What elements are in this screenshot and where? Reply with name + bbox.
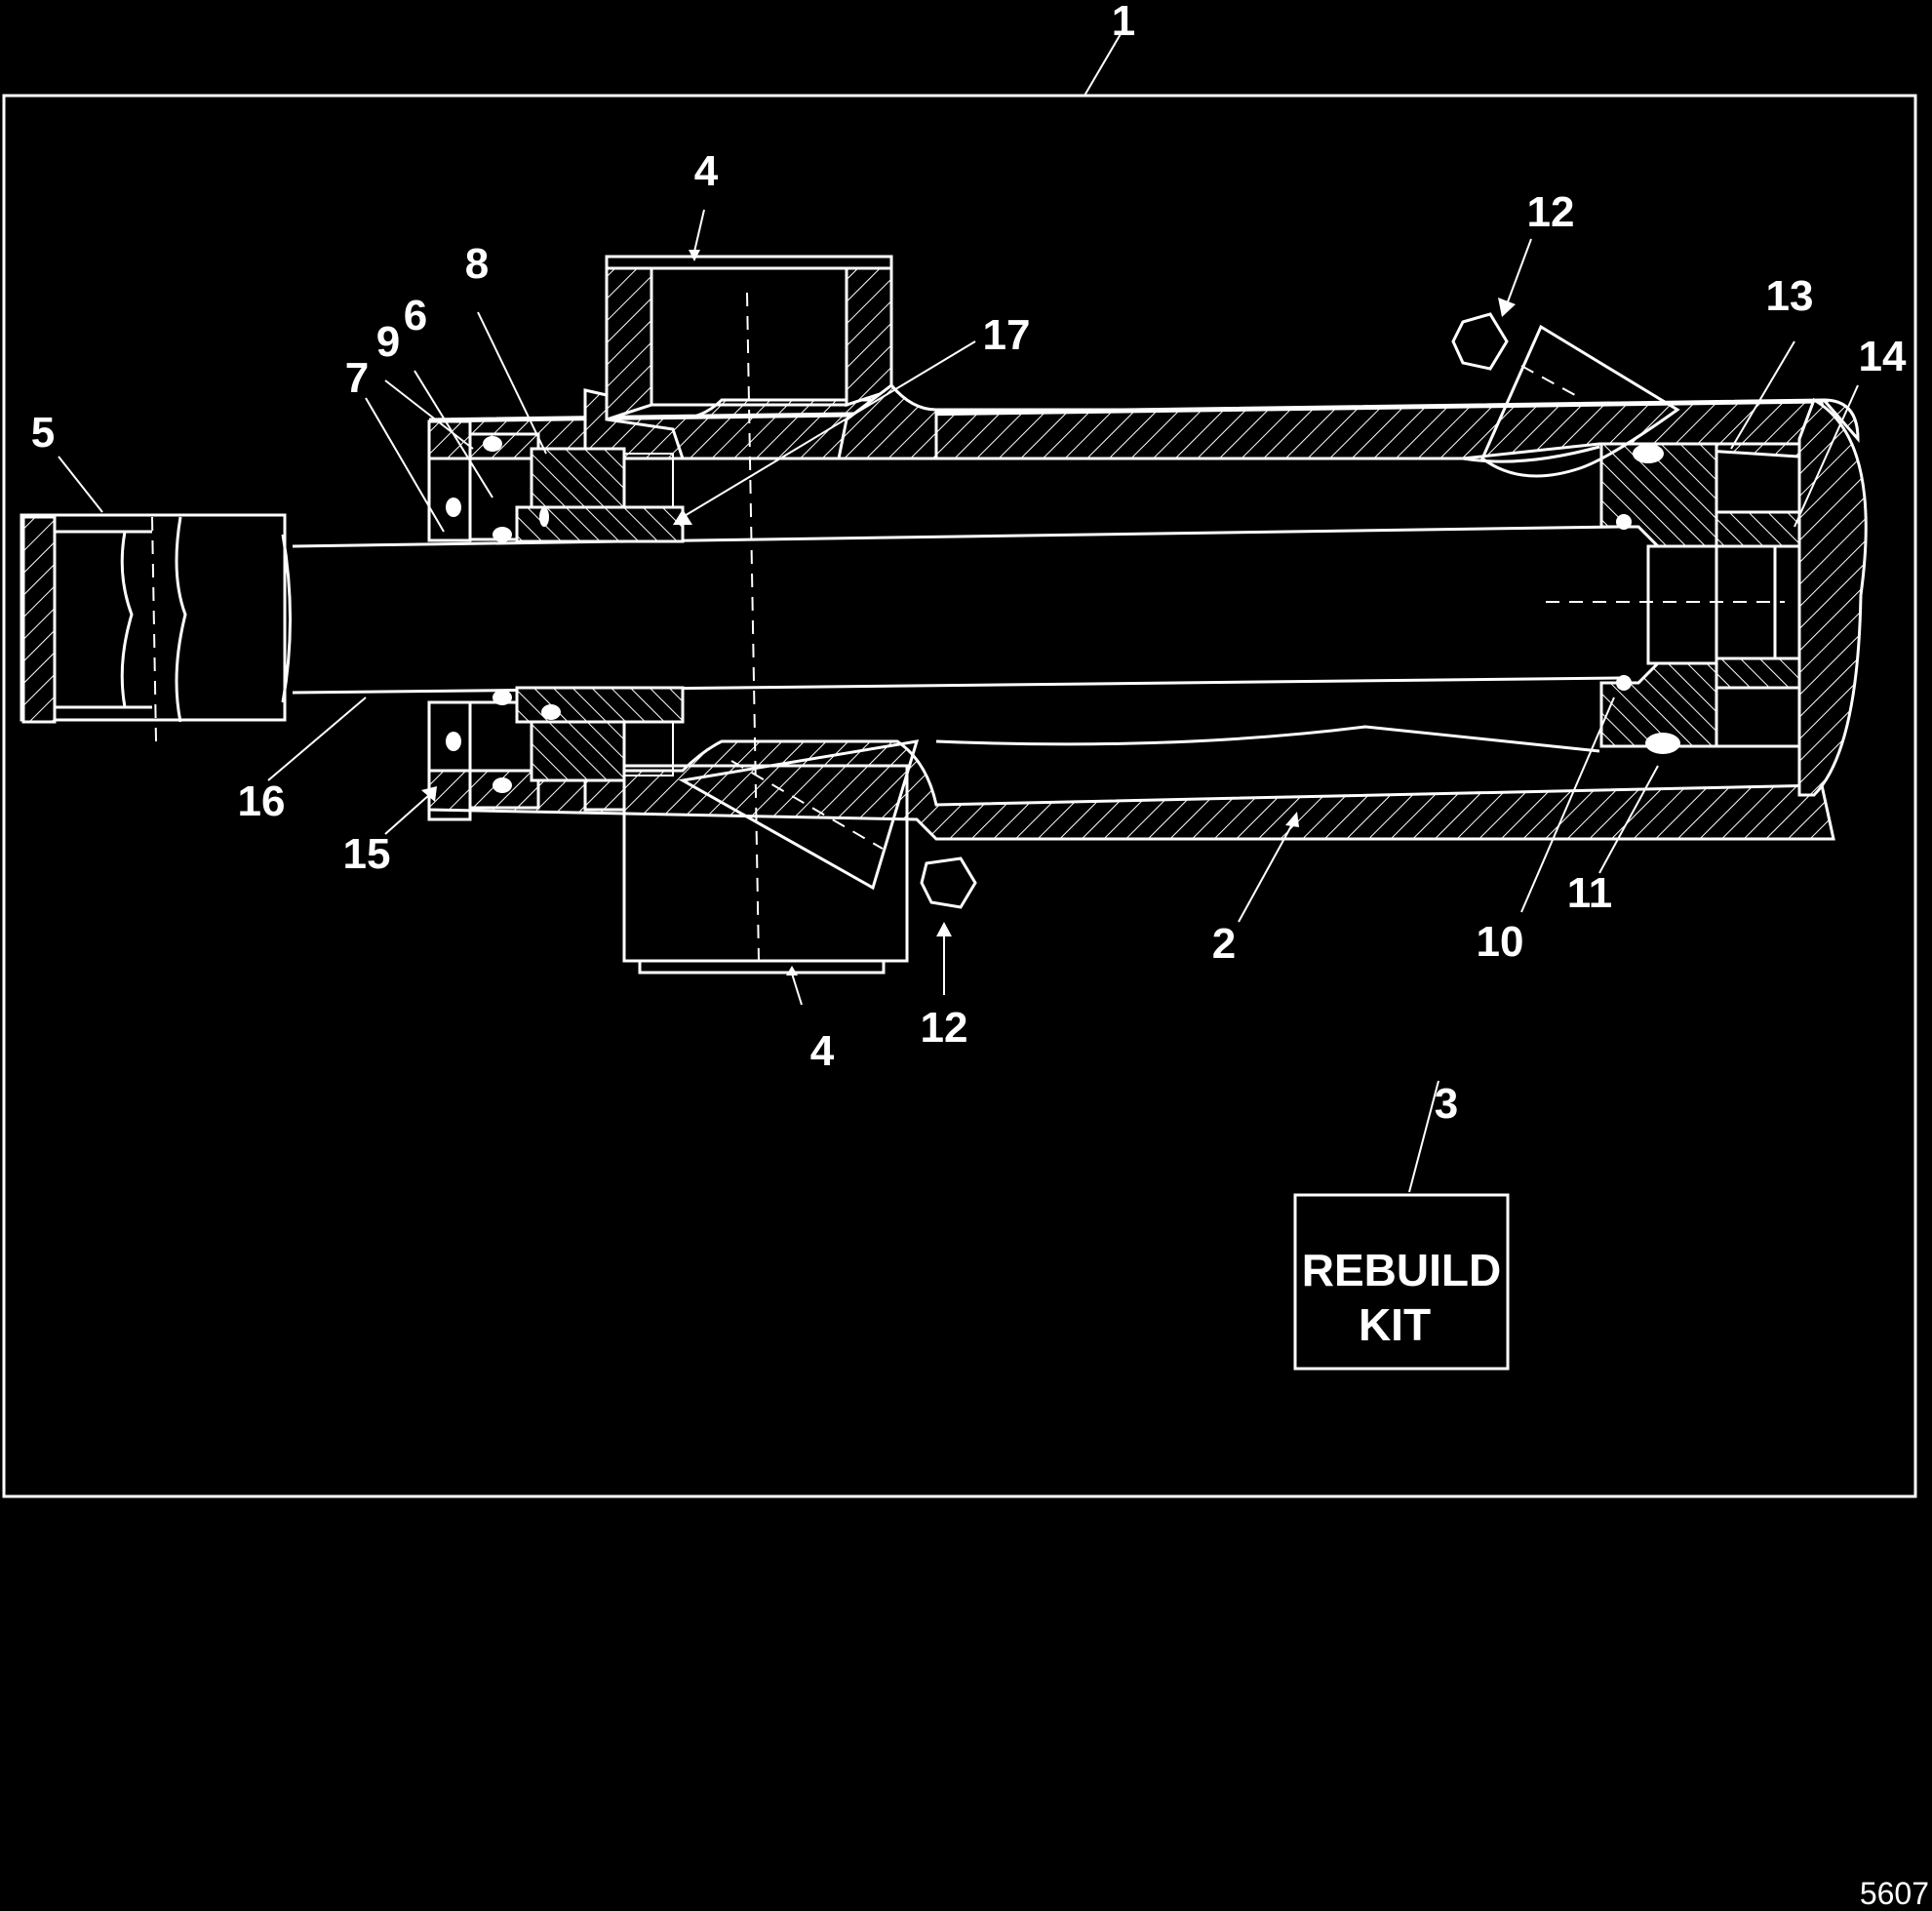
assembly-frame [2,94,1917,1498]
callout-17: 17 [983,311,1031,359]
leader-lines [58,26,1859,1193]
rebuild-kit-line2: KIT [1359,1299,1431,1350]
callout-15: 15 [343,830,391,878]
callout-5: 5 [31,409,55,457]
callout-4-top: 4 [694,147,719,195]
mount-boss-top [583,255,938,460]
callout-16: 16 [238,777,286,825]
rebuild-kit-line1: REBUILD [1302,1245,1501,1295]
gland-assembly-bottom [427,686,685,821]
callout-14: 14 [1859,333,1907,380]
rod-end [20,513,287,742]
port-bottom [678,739,977,909]
rebuild-kit-box: REBUILD KIT [1293,1193,1510,1371]
port-plug-top [1451,312,1509,371]
port-top [1451,312,1680,478]
piston-rod [281,525,1620,703]
piston-assembly [1546,442,1801,754]
callout-9: 9 [376,318,400,366]
gland-assembly-top [427,419,685,543]
figure-id: 5607 [1860,1876,1929,1911]
callout-13: 13 [1766,272,1814,320]
callout-3: 3 [1435,1080,1458,1128]
port-plug-bottom [920,856,977,909]
callout-7: 7 [345,354,369,402]
callout-10: 10 [1477,918,1524,966]
callout-12-top: 12 [1527,188,1575,236]
callout-11: 11 [1567,869,1613,917]
callout-8: 8 [465,240,489,288]
callout-2: 2 [1212,920,1236,968]
callout-1: 1 [1112,0,1135,45]
callout-12-bottom: 12 [921,1004,968,1052]
callout-6: 6 [404,292,427,339]
callouts: 1 2 3 4 4 5 6 7 8 9 10 11 12 12 13 14 15… [31,0,1907,1128]
callout-4-bottom: 4 [810,1027,835,1075]
